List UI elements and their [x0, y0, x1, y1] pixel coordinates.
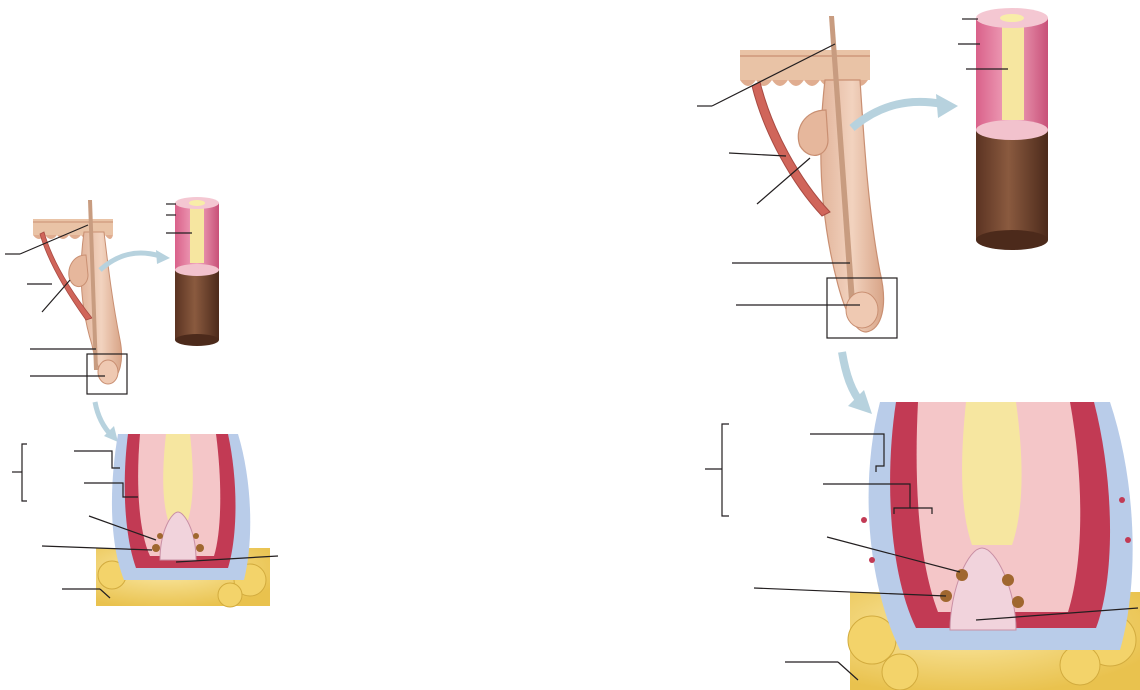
- large-arrow-to-cylinder: [852, 102, 942, 128]
- small-arrow-to-cylinder: [100, 253, 160, 270]
- small-sebaceous-gland: [69, 255, 88, 287]
- small-figure: [5, 197, 278, 607]
- small-hair-cylinder: [175, 197, 219, 346]
- large-bulb-detail: [848, 402, 1140, 690]
- large-hair-cylinder: [976, 8, 1048, 250]
- large-figure: [697, 8, 1140, 690]
- small-hair-bulb: [98, 360, 118, 384]
- small-bulb-detail: [96, 434, 270, 607]
- large-hair-bulb: [846, 292, 878, 328]
- large-sebaceous-gland: [798, 110, 828, 155]
